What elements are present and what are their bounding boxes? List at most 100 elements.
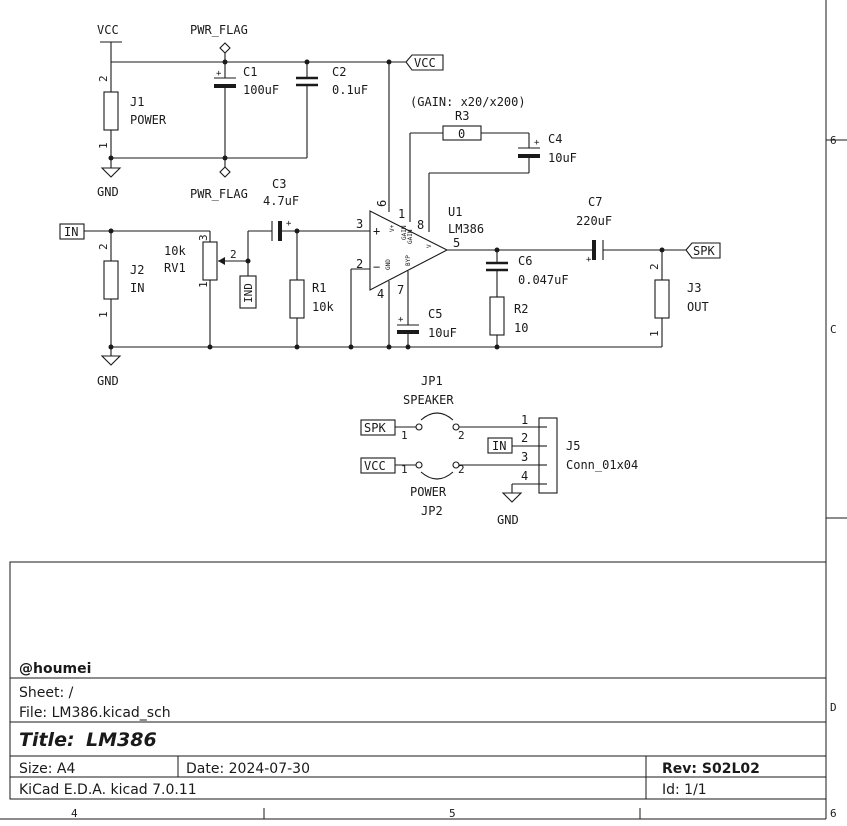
rv1-value: 10k [164,244,186,258]
rv1-pin2: 2 [230,248,237,261]
j2-value: IN [130,281,144,295]
vcc-net-label: VCC [414,56,436,70]
rv1-ref: RV1 [164,261,186,275]
j5-pin1: 1 [521,413,528,427]
paper-size: Size: A4 [19,761,75,777]
c4-value: 10uF [548,151,577,165]
zone-label-right-2: C [830,323,837,336]
c2-value: 0.1uF [332,83,368,97]
j5-pin2: 2 [521,431,528,445]
j5-ref: J5 [566,439,580,453]
j3-ref: J3 [687,281,701,295]
zone-label-right-3: D [830,701,837,714]
r2-value: 10 [514,321,528,335]
u1-int-g8: GAIN [407,229,414,244]
title-prefix: Title: [19,729,75,751]
u1-pin4: 4 [377,287,384,301]
jp2-pin1: 1 [401,463,408,476]
rv1-pin1: 1 [197,281,210,288]
r1-ref: R1 [312,281,326,295]
title-block: @houmei Sheet: / File: LM386.kicad_sch T… [9,561,827,800]
power-section: VCC VCC PWR_FLAG 2 1 J1 POWER + C1 100uF [97,23,444,212]
spk-net-label: SPK [693,244,715,258]
gnd-j5-label: GND [497,513,519,527]
jp1-spk-label: SPK [364,421,386,435]
jp1-value: SPEAKER [403,393,454,407]
jp2-vcc-label: VCC [364,459,386,473]
ind-net-label: IND [242,283,255,303]
svg-text:+: + [586,255,592,265]
pwr-flag-bottom-label: PWR_FLAG [190,187,248,201]
sheet-date: Date: 2024-07-30 [186,761,310,777]
c7-value: 220uF [576,214,612,228]
sheet-name: Sheet: / [19,685,74,701]
vcc-power-label: VCC [97,23,119,37]
u1-sym-minus: − [373,260,380,274]
jp1-pin1: 1 [401,429,408,442]
c3-ref: C3 [272,177,286,191]
company-name: @houmei [19,661,91,677]
u1-pin5: 5 [453,236,460,250]
zone-label-bottom-2: 5 [449,807,456,820]
pwr-flag-top-label: PWR_FLAG [190,23,248,37]
c5-ref: C5 [428,307,442,321]
u1-pin2: 2 [356,257,363,271]
u1-ref: U1 [448,205,462,219]
gnd-top-label: GND [97,185,119,199]
gain-note: (GAIN: x20/x200) [410,95,526,109]
j5-value: Conn_01x04 [566,458,638,472]
c3-value: 4.7uF [263,194,299,208]
c6-value: 0.047uF [518,273,569,287]
r3-value: 0 [458,127,465,141]
r3-ref: R3 [455,109,469,123]
j1-pin2: 2 [97,75,110,82]
c7-ref: C7 [588,195,602,209]
u1-pin6: 6 [375,200,389,207]
svg-text:+: + [398,315,404,325]
jp2-ref: JP2 [421,504,443,518]
j2-pin2: 2 [97,243,110,250]
u1-int-out: V [426,244,433,248]
u1-pin1: 1 [398,207,405,221]
u1-pin7: 7 [397,283,404,297]
j1-pin1: 1 [97,142,110,149]
j5-in-label: IN [492,439,506,453]
svg-text:+: + [286,219,292,229]
c1-value: 100uF [243,83,279,97]
file-name: File: LM386.kicad_sch [19,705,171,721]
u1-pin3: 3 [356,217,363,231]
j3-pin2: 2 [648,263,661,270]
zone-label-bottom-1: 4 [71,807,78,820]
r1-value: 10k [312,300,334,314]
amplifier-section: IN 2 1 J2 IN 3 1 2 10k RV1 IND + C3 [59,95,721,388]
c5-value: 10uF [428,326,457,340]
jumper-section: JP1 SPEAKER SPK 1 2 VCC 1 2 POWER JP2 1 … [360,374,638,527]
u1-int-gnd: GND [385,259,392,270]
jp2-value: POWER [410,485,447,499]
u1-int-vs: V+ [389,224,396,232]
jp2-pin2: 2 [458,463,465,476]
in-net-label: IN [64,225,78,239]
j5-pin4: 4 [521,469,528,483]
jp1-ref: JP1 [421,374,443,388]
gnd-mid-label: GND [97,374,119,388]
sheet-id: Id: 1/1 [662,782,707,798]
j3-value: OUT [687,300,709,314]
u1-int-g1: GAIN [401,225,408,240]
jp1-pin2: 2 [458,429,465,442]
c1-ref: C1 [243,65,257,79]
u1-sym-plus: + [373,224,380,238]
zone-label-right-4: 6 [830,807,837,820]
tool-version: KiCad E.D.A. kicad 7.0.11 [19,782,197,798]
j1-value: POWER [130,113,167,127]
j3-pin1: 1 [648,330,661,337]
zone-label-right-1: 6 [830,134,837,147]
c2-ref: C2 [332,65,346,79]
page-title: LM386 [86,729,157,751]
r2-ref: R2 [514,302,528,316]
u1-int-byp: BYP [405,255,412,266]
c6-ref: C6 [518,254,532,268]
rv1-pin3: 3 [197,234,210,241]
